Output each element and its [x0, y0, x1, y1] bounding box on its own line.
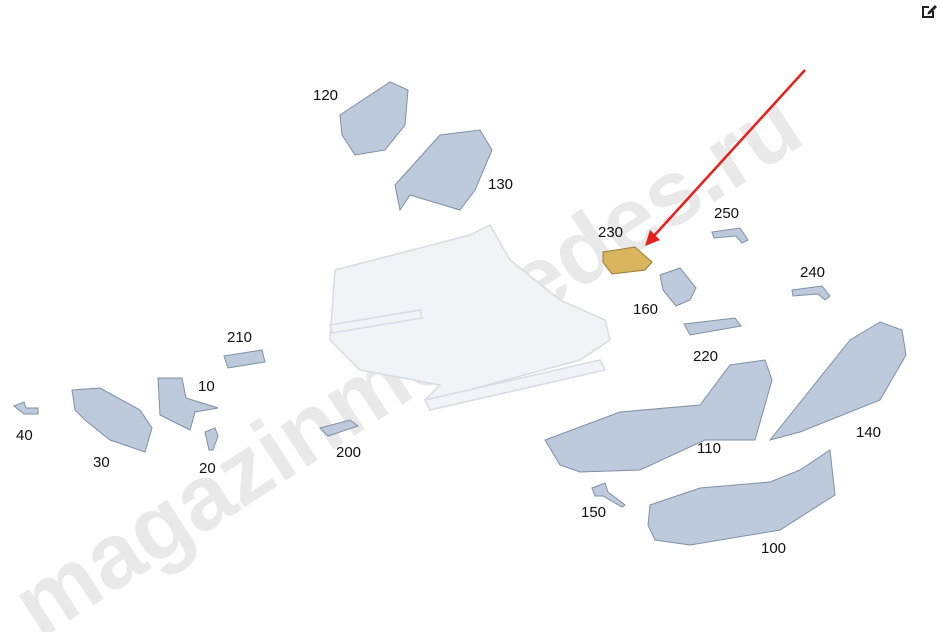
part-130: [394, 129, 493, 212]
callout-20[interactable]: 20: [199, 460, 216, 477]
part-230-highlighted[interactable]: [602, 246, 653, 275]
part-140: [768, 321, 907, 441]
part-120: [339, 81, 409, 156]
callout-200[interactable]: 200: [336, 444, 362, 461]
part-20: [204, 427, 219, 451]
callout-30[interactable]: 30: [93, 454, 110, 471]
part-30: [71, 387, 153, 453]
callout-110[interactable]: 110: [697, 440, 721, 457]
callout-250[interactable]: 250: [714, 205, 740, 222]
callout-40[interactable]: 40: [16, 427, 33, 444]
part-160: [659, 267, 697, 307]
callout-160[interactable]: 160: [633, 301, 659, 318]
part-150: [591, 482, 626, 508]
callout-100[interactable]: 100: [761, 540, 787, 557]
part-10: [157, 377, 219, 431]
part-110: [544, 359, 773, 473]
edit-icon[interactable]: [920, 2, 938, 20]
callout-120[interactable]: 120: [313, 87, 339, 104]
part-100: [647, 449, 836, 546]
pointer-arrow: [645, 69, 806, 246]
callout-240[interactable]: 240: [800, 264, 826, 281]
part-250: [711, 227, 749, 244]
part-220: [683, 317, 742, 336]
seat-frame: [329, 224, 611, 412]
part-200: [319, 419, 360, 437]
part-210: [223, 349, 266, 369]
callout-220[interactable]: 220: [693, 348, 719, 365]
callout-140[interactable]: 140: [856, 424, 882, 441]
callout-210[interactable]: 210: [227, 329, 253, 346]
part-240: [791, 285, 831, 301]
callout-230[interactable]: 230: [598, 224, 624, 241]
callout-130[interactable]: 130: [488, 176, 514, 193]
callout-10[interactable]: 10: [198, 378, 215, 395]
part-40: [13, 401, 39, 415]
callout-150[interactable]: 150: [581, 504, 607, 521]
